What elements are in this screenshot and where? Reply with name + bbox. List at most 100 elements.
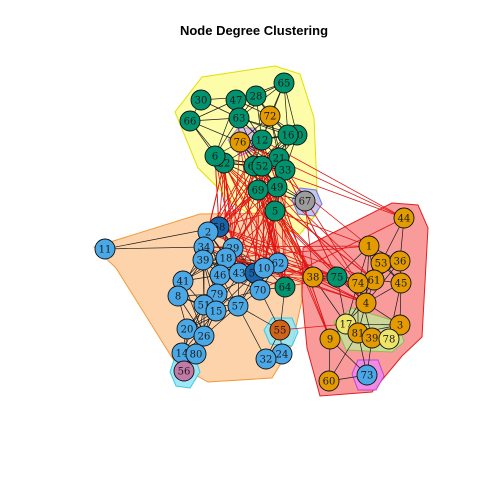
node-circle: [264, 200, 286, 222]
node-label: 63: [233, 114, 246, 125]
node-label: 61: [368, 276, 381, 287]
node-circle: [273, 72, 295, 94]
node-circle: [378, 328, 400, 350]
node-45: 45: [390, 272, 412, 294]
node-label: 46: [214, 271, 227, 282]
node-label: 53: [375, 259, 388, 270]
node-label: 5: [272, 207, 278, 218]
node-11: 11: [94, 238, 116, 260]
node-circle: [185, 343, 207, 365]
node-label: 72: [264, 112, 277, 123]
node-44: 44: [393, 207, 415, 229]
node-circle: [347, 272, 369, 294]
node-label: 3: [397, 321, 403, 332]
node-label: 20: [181, 325, 194, 336]
node-label: 28: [250, 92, 263, 103]
node-circle: [255, 348, 277, 370]
node-75: 75: [326, 266, 348, 288]
node-73: 73: [356, 364, 378, 386]
node-circle: [249, 279, 271, 301]
edge: [304, 200, 314, 278]
node-circle: [192, 249, 214, 271]
node-56: 56: [173, 360, 195, 382]
node-9: 9: [319, 328, 341, 350]
node-label: 12: [256, 136, 269, 147]
node-circle: [205, 300, 227, 322]
edge: [218, 226, 375, 281]
node-circle: [204, 145, 226, 167]
node-38: 38: [302, 266, 324, 288]
node-label: 15: [210, 307, 223, 318]
node-label: 36: [394, 257, 407, 268]
node-label: 58: [213, 223, 226, 234]
node-1: 1: [358, 235, 380, 257]
node-5: 5: [264, 200, 286, 222]
node-label: 39: [366, 334, 379, 345]
node-label: 80: [190, 350, 203, 361]
node-label: 44: [398, 214, 411, 225]
plot-title: Node Degree Clustering: [180, 23, 328, 38]
node-label: 34: [198, 243, 211, 254]
node-69: 69: [247, 179, 269, 201]
node-circle: [356, 364, 378, 386]
node-circle: [389, 314, 411, 336]
node-46: 46: [209, 264, 231, 286]
node-label: 26: [198, 332, 211, 343]
node-label: 33: [279, 166, 292, 177]
edge: [278, 157, 359, 284]
node-label: 51: [198, 301, 211, 312]
node-3: 3: [389, 314, 411, 336]
node-label: 56: [178, 367, 191, 378]
node-label: 47: [230, 96, 243, 107]
node-label: 8: [175, 292, 181, 303]
node-16: 16: [277, 124, 299, 146]
node-label: 60: [323, 377, 336, 388]
node-4: 4: [355, 292, 377, 314]
node-label: 66: [184, 117, 197, 128]
node-circle: [173, 360, 195, 382]
node-label: 67: [299, 197, 312, 208]
node-label: 73: [361, 371, 374, 382]
edge: [218, 226, 367, 304]
node-label: 1: [366, 242, 372, 253]
node-label: 65: [278, 79, 291, 90]
node-label: 75: [331, 273, 344, 284]
node-72: 72: [259, 105, 281, 127]
node-70: 70: [249, 279, 271, 301]
node-49: 49: [266, 176, 288, 198]
node-78: 78: [378, 328, 400, 350]
node-label: 74: [352, 279, 365, 290]
node-label: 57: [232, 302, 245, 313]
node-circle: [389, 250, 411, 272]
edge: [232, 189, 259, 249]
edge: [254, 189, 259, 274]
node-8: 8: [167, 285, 189, 307]
node-label: 38: [307, 273, 320, 284]
node-label: 78: [383, 335, 396, 346]
node-label: 64: [279, 283, 292, 294]
node-67: 67: [294, 190, 316, 212]
node-label: 14: [176, 349, 189, 360]
node-label: 29: [227, 244, 240, 255]
node-circle: [274, 276, 296, 298]
node-circle: [167, 285, 189, 307]
node-circle: [274, 159, 296, 181]
edge: [261, 139, 331, 340]
node-36: 36: [389, 250, 411, 272]
node-label: 45: [395, 279, 408, 290]
node-label: 4: [363, 299, 369, 310]
node-47: 47: [225, 89, 247, 111]
node-circle: [251, 155, 273, 177]
node-66: 66: [179, 110, 201, 132]
node-label: 69: [252, 186, 265, 197]
edge: [218, 162, 225, 228]
edge: [284, 169, 338, 278]
edge: [218, 165, 255, 228]
edge: [279, 323, 347, 331]
node-circle: [245, 85, 267, 107]
node-circle: [355, 292, 377, 314]
node-label: 39: [197, 256, 210, 267]
node-label: 22: [218, 159, 231, 170]
node-label: 49: [271, 183, 284, 194]
